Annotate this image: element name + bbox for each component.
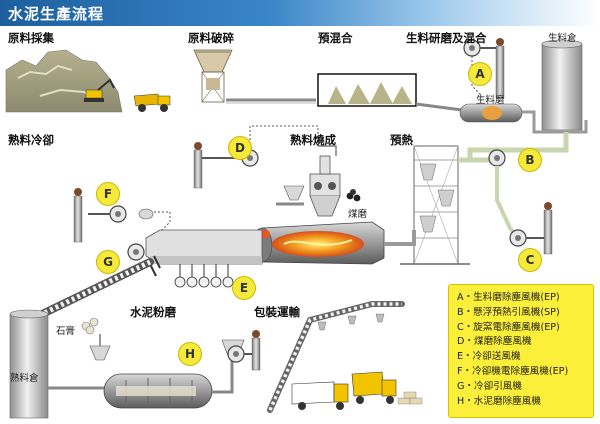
stage-packing-shipping: 包裝運輸: [254, 305, 300, 319]
fan-h-icon: [227, 345, 254, 363]
raw-meal-feed-pipe: [467, 132, 569, 160]
mill-outlet-conveyor: [212, 356, 234, 394]
stage-clinker-cooling: 熟料冷卻: [8, 133, 54, 147]
badge-f: F: [96, 182, 120, 206]
label-gypsum: 石膏: [56, 326, 76, 337]
coal-mill-building: [309, 155, 341, 217]
clinker-cooler: [145, 229, 263, 265]
clinker-bucket-conveyor: [30, 258, 154, 322]
packing-conveyor: [267, 301, 405, 413]
preheater-tower: [400, 145, 470, 265]
stage-pre-blending: 預混合: [318, 31, 353, 45]
legend-item-d: D・煤磨除塵風機: [457, 336, 532, 348]
duct-to-fan-c: [495, 166, 518, 238]
excavator-icon: [84, 78, 115, 102]
label-clinker-silo: 熟料倉: [10, 373, 39, 384]
legend-item-b: B・懸浮預熱引風機(SP): [457, 306, 560, 318]
badge-c: C: [518, 248, 542, 272]
coal-hopper: [276, 185, 305, 206]
stage-cement-grinding: 水泥粉磨: [130, 305, 176, 319]
stack-c: [543, 202, 553, 255]
stack-h: [251, 330, 261, 371]
raw-meal-silo: [541, 39, 583, 131]
legend-item-e: E・冷卻送風機: [457, 351, 521, 363]
header-bar: 水泥生產流程: [0, 0, 600, 26]
clinker-silo: [9, 309, 49, 419]
coal-mill-exhaust-pipe: [318, 145, 337, 156]
fan-legend: A・生料磨除塵風機(EP) B・懸浮預熱引風機(SP) C・旋窯電除塵風機(EP…: [448, 284, 594, 418]
belt-conveyor-1: [226, 98, 316, 104]
cement-bags-icon: [397, 391, 423, 405]
page-title: 水泥生產流程: [8, 5, 105, 23]
legend-item-c: C・旋窯電除塵風機(EP): [457, 321, 560, 333]
bag-truck-icon: [351, 371, 397, 404]
coal-pile-icon: [346, 189, 361, 202]
fan-b-icon: [488, 149, 506, 167]
badge-g: G: [96, 250, 120, 274]
cement-mill: [103, 373, 213, 409]
stack-a: [495, 38, 505, 99]
label-raw-mill: 生料磨: [476, 95, 505, 106]
legend-item-g: G・冷卻引風機: [457, 380, 522, 392]
air-flow-f: [150, 211, 171, 233]
kiln-inlet-duct: [384, 230, 416, 246]
badge-d: D: [228, 136, 252, 160]
badge-h: H: [178, 342, 202, 366]
badge-b: B: [518, 148, 542, 172]
cement-silos: [317, 313, 385, 331]
label-raw-meal-silo: 生料倉: [548, 33, 577, 44]
stage-preheating: 預熱: [390, 133, 413, 147]
kiln: [251, 221, 385, 265]
dump-truck-icon: [133, 93, 171, 112]
fan-g-icon: [127, 243, 145, 261]
badge-e: E: [232, 276, 256, 300]
crusher-hopper: [193, 49, 233, 103]
fan-c-icon: [509, 229, 546, 247]
legend-item-a: A・生料磨除塵風機(EP): [457, 292, 560, 303]
stage-raw-material-mining: 原料採集: [8, 31, 54, 45]
cement-feed-hopper: [89, 334, 111, 361]
air-flow-d: [249, 125, 319, 150]
quarry-hill: [5, 49, 123, 113]
raw-meal-transfer-pipe: [522, 110, 588, 134]
cooler-ep-filter: [138, 208, 154, 220]
label-coal-mill: 煤磨: [348, 209, 368, 220]
stack-d: [193, 142, 203, 189]
stage-clinker-burning: 熟料燒成: [290, 133, 336, 147]
bulk-truck-icon: [291, 381, 349, 410]
cooler-grate-diamond: [149, 255, 161, 277]
stage-raw-grinding-mixing: 生料研磨及混合: [406, 31, 487, 45]
gypsum-hopper: [81, 317, 99, 335]
cooling-fans-e: [174, 264, 234, 288]
stage-raw-material-crushing: 原料破碎: [188, 31, 234, 45]
fan-f-icon: [88, 205, 127, 223]
badge-a: A: [468, 62, 492, 86]
legend-item-f: F・冷卻機電除塵風機(EP): [457, 365, 569, 377]
raw-mill: [459, 103, 523, 123]
pre-blending-shed: [317, 73, 417, 107]
legend-item-h: H・水泥磨除塵風機: [457, 395, 541, 407]
stack-f: [73, 188, 83, 243]
belt-conveyor-2: [415, 102, 463, 112]
